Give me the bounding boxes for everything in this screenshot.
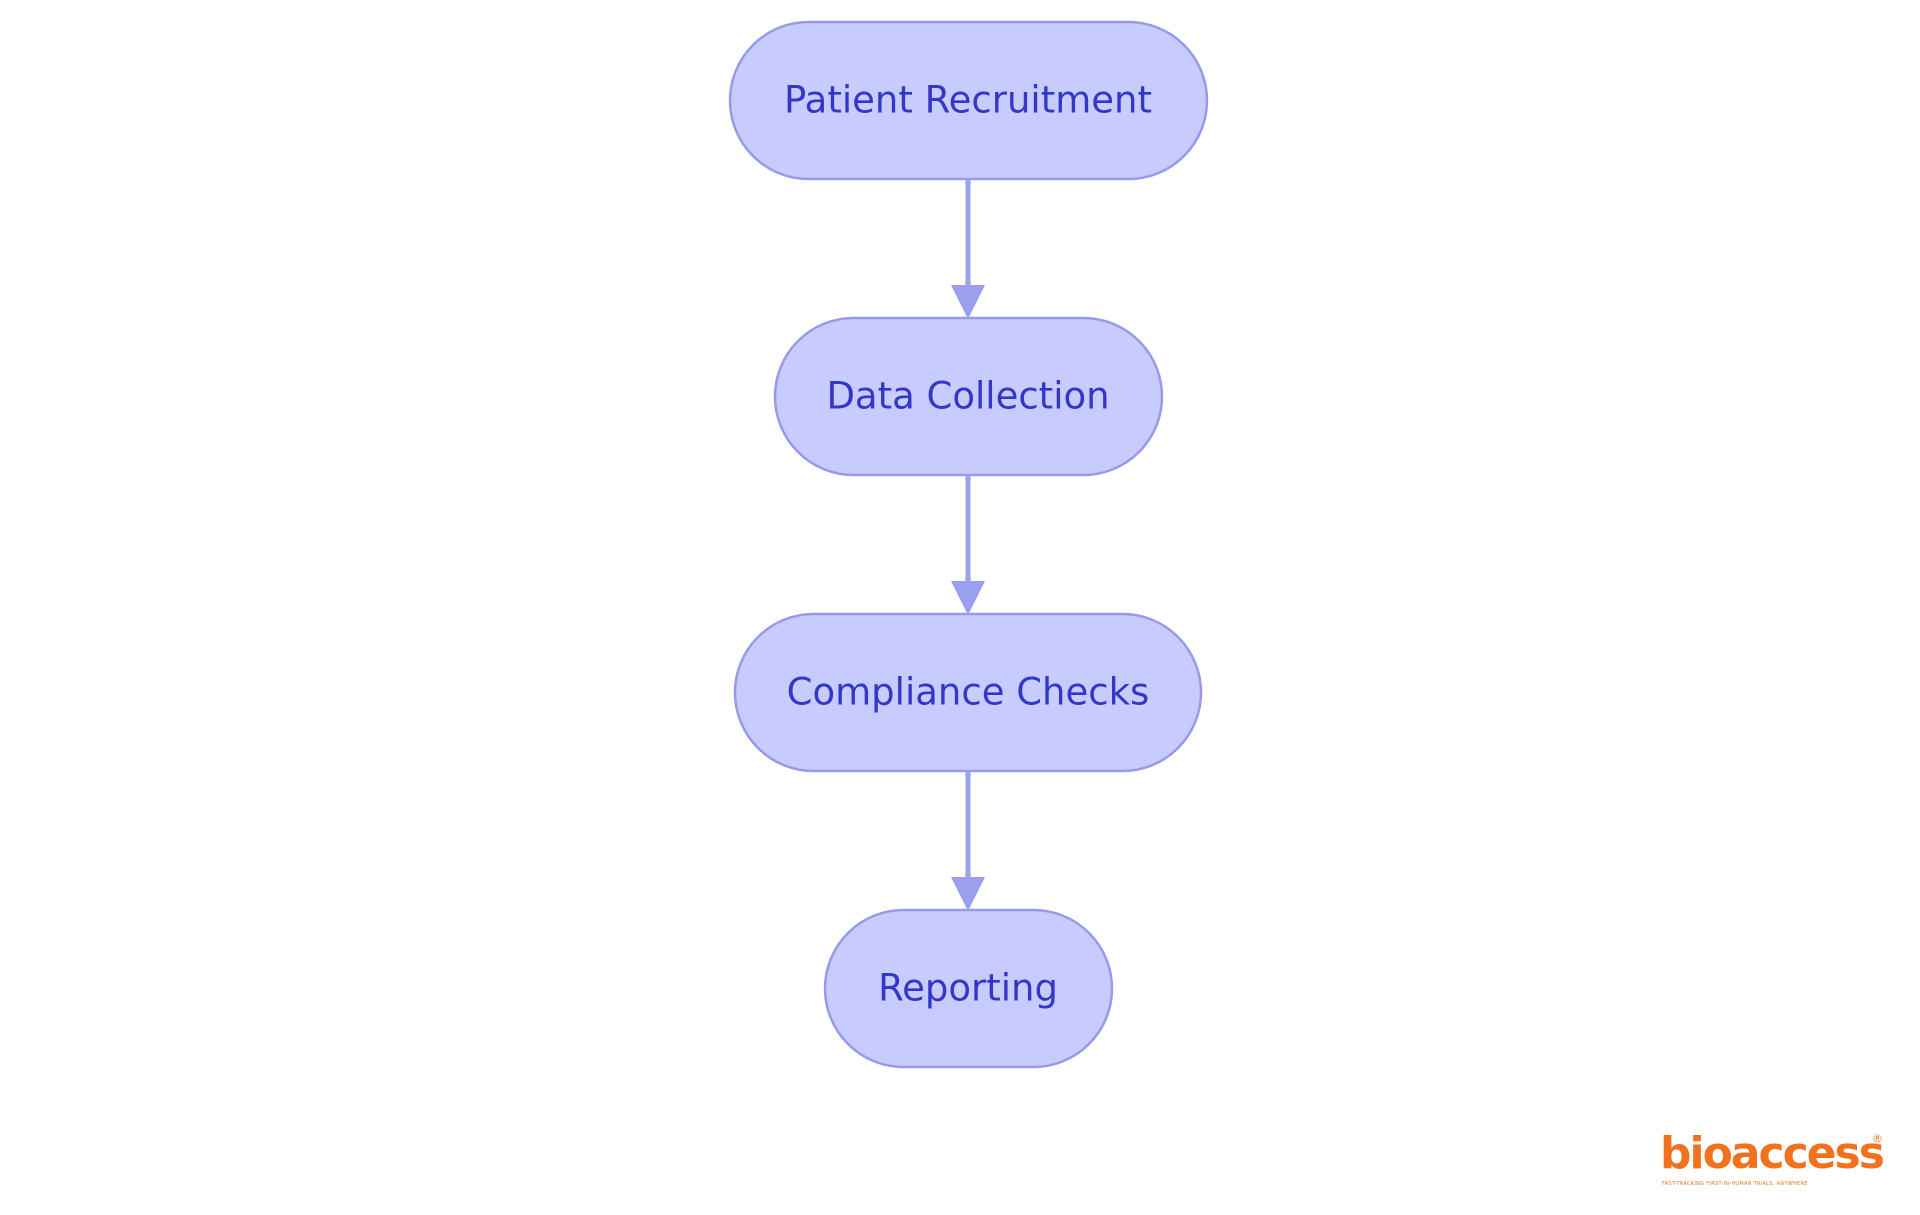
node-compliance-checks[interactable]: Compliance Checks	[733, 612, 1203, 773]
node-label: Reporting	[878, 967, 1058, 1010]
node-patient-recruitment[interactable]: Patient Recruitment	[728, 20, 1209, 181]
registered-mark: ®	[1872, 1132, 1883, 1145]
nodes: Patient Recruitment Data Collection Comp…	[728, 20, 1209, 1069]
logo-tagline: FAST-TRACKING FIRST-IN-HUMAN TRIALS. ANY…	[1662, 1181, 1808, 1187]
logo-wordmark: bioaccess	[1660, 1128, 1885, 1179]
node-reporting[interactable]: Reporting	[823, 908, 1114, 1069]
edges	[951, 180, 985, 911]
node-label: Patient Recruitment	[784, 79, 1152, 122]
edge-compliance-checks-to-reporting	[951, 772, 985, 911]
edge-data-collection-to-compliance-checks	[951, 476, 985, 615]
node-label: Compliance Checks	[787, 671, 1150, 714]
edge-patient-recruitment-to-data-collection	[951, 180, 985, 319]
bioaccess-logo: bioaccess ® FAST-TRACKING FIRST-IN-HUMAN…	[1660, 1130, 1890, 1190]
node-data-collection[interactable]: Data Collection	[773, 316, 1164, 477]
node-label: Data Collection	[826, 375, 1109, 418]
